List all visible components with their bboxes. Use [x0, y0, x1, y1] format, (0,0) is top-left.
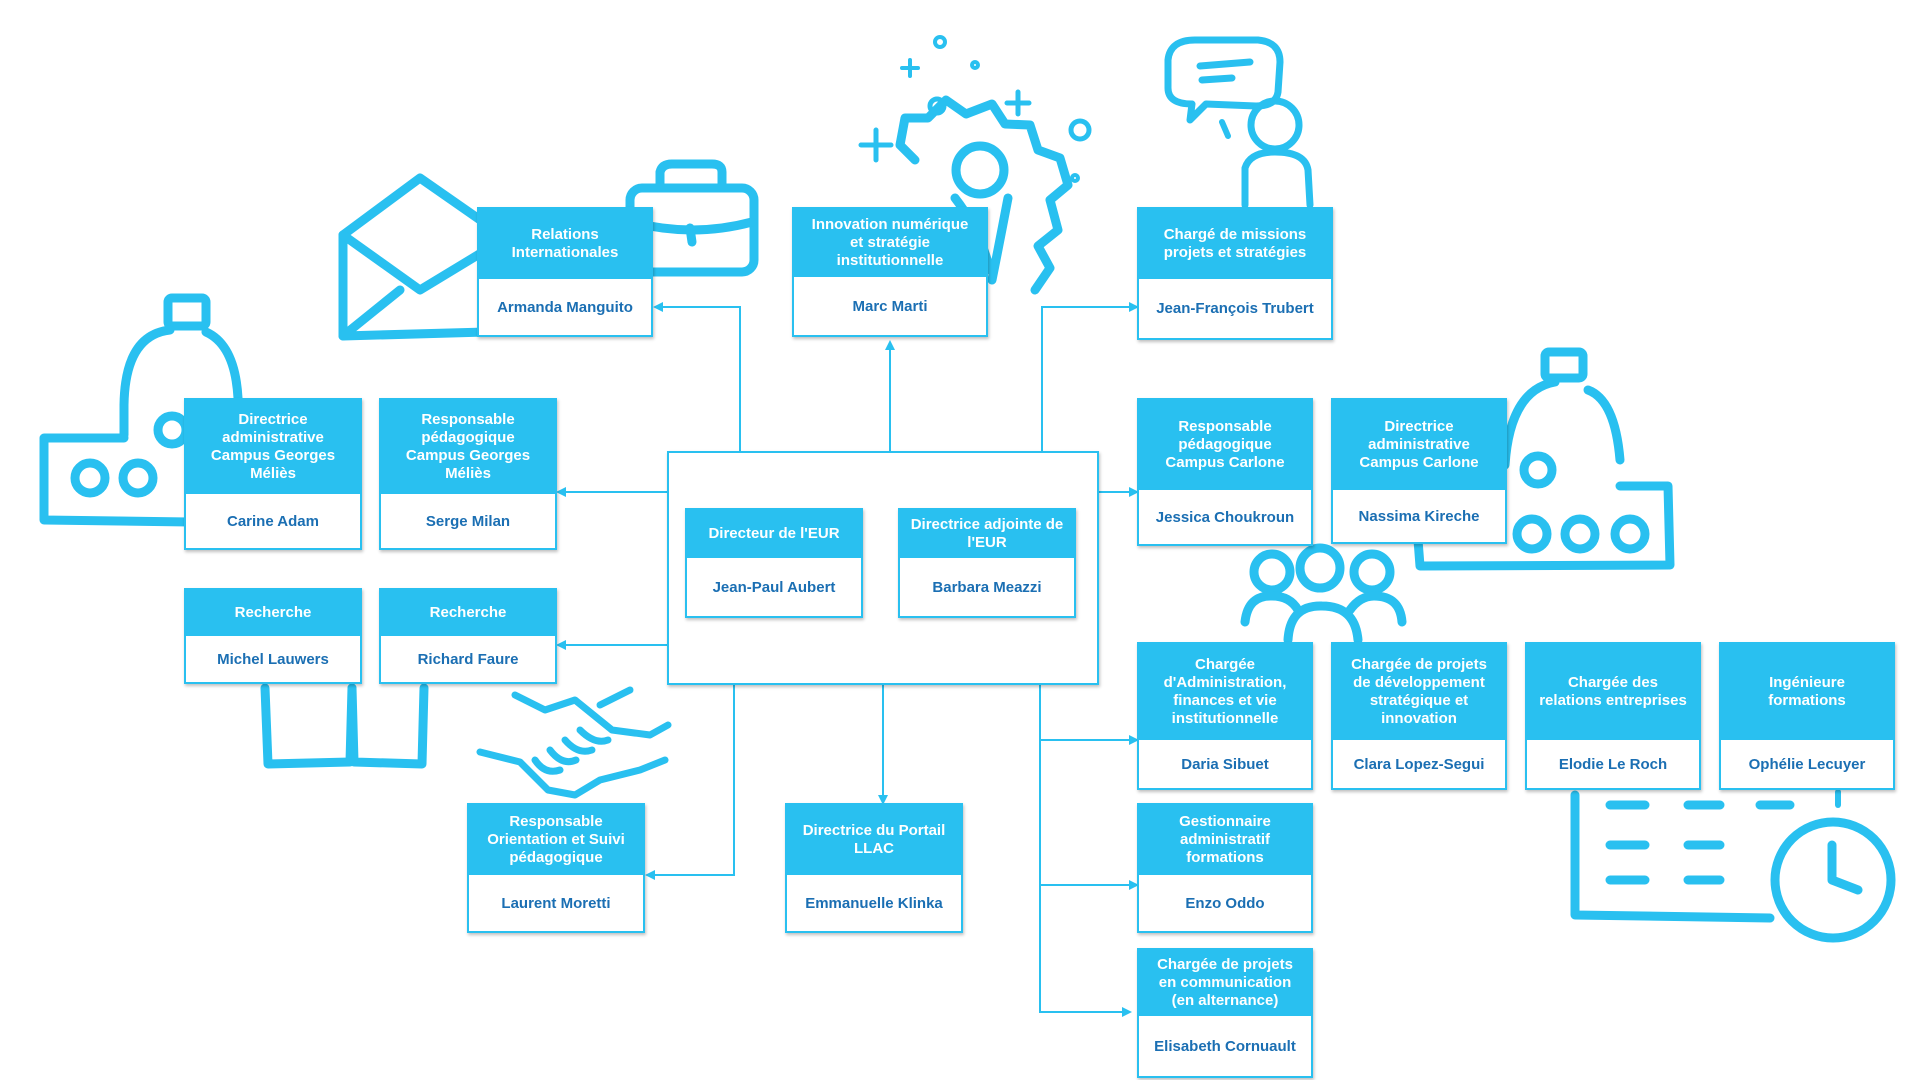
card-title: Directrice adjointe de l'EUR	[900, 510, 1074, 558]
card-title: Chargée de projets en communication (en …	[1139, 950, 1311, 1016]
card-responsable-orientation: Responsable Orientation et Suivi pédagog…	[467, 803, 645, 933]
card-person-name: Laurent Moretti	[501, 894, 611, 912]
card-title: Chargée des relations entreprises	[1527, 644, 1699, 740]
connector	[1039, 685, 1132, 1017]
card-person-name: Richard Faure	[417, 650, 519, 668]
card-person-name: Emmanuelle Klinka	[805, 894, 943, 912]
card-chargee-relations-entreprises: Chargée des relations entreprises Elodie…	[1525, 642, 1701, 790]
card-title: Directrice du Portail LLAC	[787, 805, 961, 875]
card-person-name: Carine Adam	[227, 512, 319, 530]
team-icon	[1240, 543, 1407, 645]
card-person-name: Serge Milan	[425, 512, 511, 530]
card-person-name: Armanda Manguito	[497, 298, 633, 316]
card-directrice-portail-llac: Directrice du Portail LLAC Emmanuelle Kl…	[785, 803, 963, 933]
card-person-name: Jean-François Trubert	[1156, 300, 1314, 317]
card-title: Responsable pédagogique Campus Carlone	[1139, 400, 1311, 490]
card-title: Directeur de l'EUR	[687, 510, 861, 558]
card-directrice-admin-carlone: Directrice administrative Campus Carlone…	[1331, 398, 1507, 544]
card-title: Chargé de missions projets et stratégies	[1139, 209, 1331, 279]
connector	[653, 302, 741, 451]
card-title: Chargée de projets de développement stra…	[1333, 644, 1505, 740]
card-title: Innovation numérique et stratégie instit…	[794, 209, 986, 277]
card-title: Recherche	[186, 590, 360, 636]
card-person-name: Elisabeth Cornuault	[1154, 1037, 1296, 1055]
card-person-name: Elodie Le Roch	[1558, 755, 1668, 773]
person-speech-bubble-icon	[1164, 36, 1314, 209]
card-person-name: Michel Lauwers	[217, 650, 329, 668]
book-icon	[260, 683, 429, 769]
card-title: Responsable Orientation et Suivi pédagog…	[469, 805, 643, 875]
card-person-name: Jean-Paul Aubert	[712, 578, 836, 596]
card-title: Gestionnaire administratif formations	[1139, 805, 1311, 875]
card-relations-internationales: Relations Internationales Armanda Mangui…	[477, 207, 653, 337]
connector	[1041, 302, 1139, 451]
card-person-name: Jessica Choukroun	[1155, 508, 1295, 526]
card-person-name: Nassima Kireche	[1358, 507, 1480, 525]
handshake-icon	[476, 686, 672, 799]
card-responsable-peda-melies: Responsable pédagogique Campus Georges M…	[379, 398, 557, 550]
card-directrice-admin-melies: Directrice administrative Campus Georges…	[184, 398, 362, 550]
card-responsable-peda-carlone: Responsable pédagogique Campus Carlone J…	[1137, 398, 1313, 546]
card-person-name: Enzo Oddo	[1185, 894, 1265, 912]
card-person-name: Ophélie Lecuyer	[1748, 755, 1866, 773]
card-ingenieure-formations: Ingénieure formations Ophélie Lecuyer	[1719, 642, 1895, 790]
card-title: Directrice administrative Campus Georges…	[186, 400, 360, 494]
card-directrice-adjointe-eur: Directrice adjointe de l'EUR Barbara Mea…	[898, 508, 1076, 618]
card-title: Relations Internationales	[479, 209, 651, 279]
card-title: Directrice administrative Campus Carlone	[1333, 400, 1505, 490]
card-person-name: Clara Lopez-Segui	[1353, 755, 1485, 773]
card-gestionnaire-admin-formations: Gestionnaire administratif formations En…	[1137, 803, 1313, 933]
card-title: Responsable pédagogique Campus Georges M…	[381, 400, 555, 494]
calendar-clock-icon	[1570, 789, 1896, 943]
card-chargee-communication: Chargée de projets en communication (en …	[1137, 948, 1313, 1078]
card-chargee-projets-dev: Chargée de projets de développement stra…	[1331, 642, 1507, 790]
card-person-name: Barbara Meazzi	[932, 578, 1042, 596]
card-recherche-faure: Recherche Richard Faure	[379, 588, 557, 684]
card-charge-missions: Chargé de missions projets et stratégies…	[1137, 207, 1333, 340]
building-left-icon	[39, 293, 243, 527]
card-chargee-administration: Chargée d'Administration, finances et vi…	[1137, 642, 1313, 790]
connector	[645, 685, 735, 880]
card-title: Chargée d'Administration, finances et vi…	[1139, 644, 1311, 740]
card-recherche-lauwers: Recherche Michel Lauwers	[184, 588, 362, 684]
card-directeur-eur: Directeur de l'EUR Jean-Paul Aubert	[685, 508, 863, 618]
card-person-name: Daria Sibuet	[1181, 755, 1269, 773]
card-title: Recherche	[381, 590, 555, 636]
card-title: Ingénieure formations	[1721, 644, 1893, 740]
card-person-name: Marc Marti	[852, 297, 928, 315]
card-innovation-numerique: Innovation numérique et stratégie instit…	[792, 207, 988, 337]
